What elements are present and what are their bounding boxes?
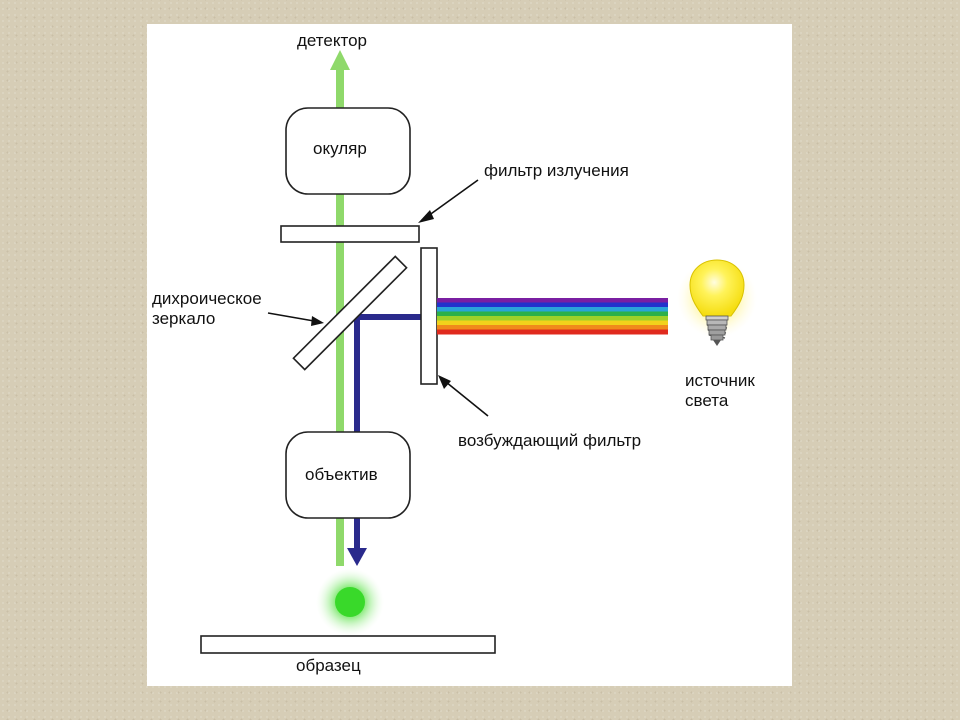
detector-label: детектор: [297, 31, 367, 50]
excitation-arrow-head: [347, 548, 367, 566]
excitation-filter-pointer-head: [438, 375, 451, 389]
dichroic-mirror-label: дихроическое зеркало: [152, 289, 262, 329]
spectrum-band: [437, 329, 668, 335]
diagram-canvas: [147, 24, 792, 686]
spectrum-band: [437, 302, 668, 308]
light-source-label: источник света: [685, 371, 755, 411]
light-spectrum-beam: [437, 298, 668, 335]
emission-filter-pointer: [427, 179, 479, 217]
dichroic-mirror: [292, 255, 408, 371]
dichroic-mirror-label-line1: дихроическое: [152, 289, 262, 308]
objective-label: объектив: [305, 465, 378, 484]
light-bulb-icon: [677, 258, 757, 346]
spectrum-band: [437, 307, 668, 312]
excitation-filter-label: возбуждающий фильтр: [458, 431, 642, 450]
excitation-filter: [420, 247, 438, 385]
spectrum-band: [437, 298, 668, 303]
light-source-label-line2: света: [685, 391, 729, 410]
emission-filter-pointer-head: [418, 210, 434, 223]
spectrum-band: [437, 325, 668, 330]
spectrum-band: [437, 311, 668, 317]
spectrum-band: [437, 316, 668, 321]
dichroic-mirror-label-line2: зеркало: [152, 309, 216, 328]
emission-filter-label: фильтр излучения: [484, 161, 629, 180]
dichroic-mirror-pointer: [267, 312, 315, 322]
light-source-label-line1: источник: [685, 371, 755, 390]
spectrum-band: [437, 320, 668, 326]
eyepiece: [285, 107, 411, 195]
eyepiece-label: окуляр: [313, 139, 367, 158]
excitation-filter-pointer: [445, 381, 489, 417]
specimen-label: образец: [296, 656, 361, 675]
specimen-spot: [335, 587, 365, 617]
excitation-beam-horizontal: [354, 314, 422, 320]
emission-filter: [280, 225, 420, 243]
dichroic-mirror-pointer-head: [311, 316, 324, 326]
detector-arrow-head: [330, 50, 350, 70]
objective: [285, 431, 411, 519]
specimen-slide: [200, 635, 496, 654]
